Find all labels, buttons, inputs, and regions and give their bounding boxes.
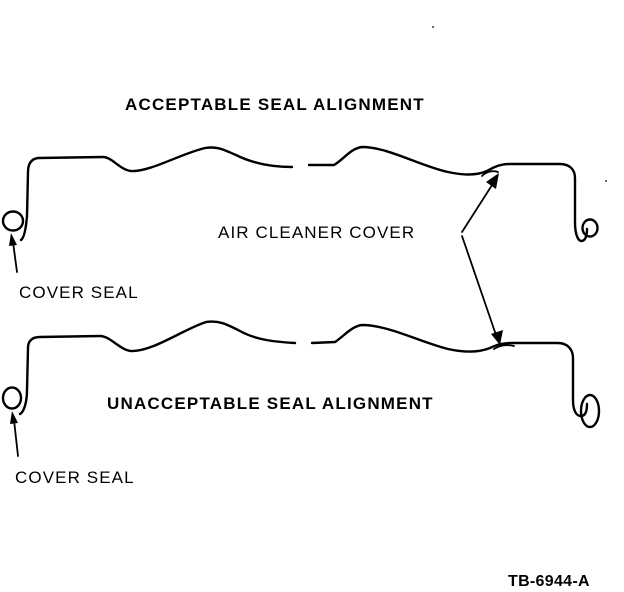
top-cover-profile-left: [19, 146, 294, 242]
scan-speck: [432, 26, 434, 28]
cover-seal-leaders: [9, 233, 19, 457]
acceptable-assembly: [1, 145, 599, 243]
figure-number: TB-6944-A: [508, 573, 590, 590]
cover-seal-label-bottom: COVER SEAL: [15, 468, 135, 487]
cover-seal-label-top: COVER SEAL: [19, 283, 139, 302]
top-right-seal-contact: [481, 170, 499, 177]
unacceptable-assembly: [1, 320, 601, 429]
arrowhead-bottom-cover-seal: [10, 411, 18, 424]
scan-speck: [605, 180, 607, 182]
bottom-right-seal-contact: [493, 344, 515, 350]
unacceptable-heading: UNACCEPTABLE SEAL ALIGNMENT: [107, 394, 434, 413]
leader-to-bottom-cover: [461, 235, 497, 336]
arrowhead-top-cover-seal: [9, 233, 17, 246]
air-cleaner-cover-label: AIR CLEANER COVER: [218, 223, 416, 242]
leader-bottom-cover-seal: [13, 419, 19, 457]
bottom-cover-profile-right: [310, 323, 589, 418]
leader-top-cover-seal: [12, 241, 18, 273]
acceptable-heading: ACCEPTABLE SEAL ALIGNMENT: [125, 95, 425, 114]
bottom-right-cover-seal: [579, 393, 601, 429]
top-right-cover-seal: [581, 218, 599, 238]
air-cleaner-cover-leaders: [461, 173, 503, 345]
arrowhead-bottom-cover: [491, 330, 503, 345]
arrowhead-top-cover: [486, 173, 499, 189]
top-cover-profile-right: [307, 145, 589, 243]
top-left-cover-seal: [1, 210, 25, 232]
bottom-left-cover-seal: [1, 386, 23, 410]
bottom-cover-profile-left: [18, 320, 297, 416]
leader-to-top-cover: [461, 181, 495, 233]
